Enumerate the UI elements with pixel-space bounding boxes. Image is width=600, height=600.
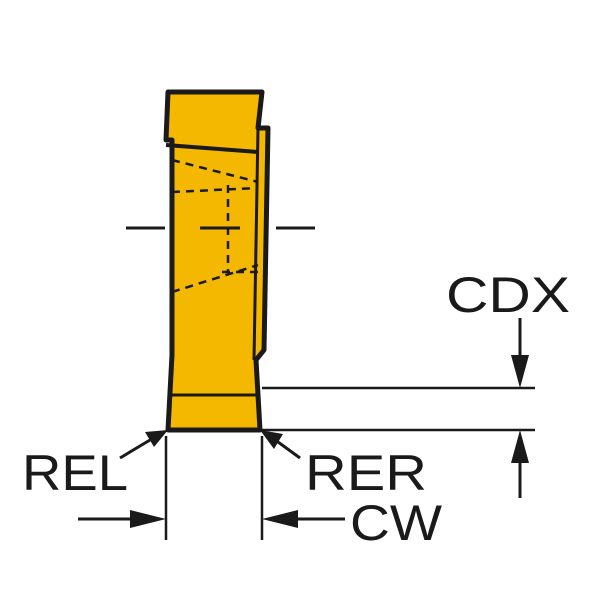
hidden-line-lower bbox=[171, 263, 259, 294]
insert-outline bbox=[163, 89, 271, 433]
cdx-label: CDX bbox=[446, 267, 570, 323]
rel-label: REL bbox=[22, 445, 128, 501]
hidden-line-upper bbox=[171, 158, 259, 184]
insert-body bbox=[163, 89, 271, 433]
cdx-arrowhead-top bbox=[511, 355, 529, 388]
hidden-line-mid bbox=[171, 186, 259, 194]
radius-leaders bbox=[119, 430, 301, 460]
cw-dimension bbox=[78, 436, 345, 540]
cdx-arrowhead-bottom bbox=[511, 430, 529, 463]
rer-label: RER bbox=[305, 445, 427, 501]
cw-arrowhead-left bbox=[130, 510, 166, 528]
rer-arrowhead bbox=[260, 430, 283, 449]
insert-flank-line bbox=[252, 127, 260, 361]
rer-leader bbox=[277, 440, 301, 460]
insert-top-edge bbox=[165, 143, 259, 154]
cdx-dimension bbox=[262, 318, 535, 498]
cw-label: CW bbox=[350, 495, 443, 551]
cw-arrowhead-right bbox=[262, 510, 298, 528]
rel-leader bbox=[119, 438, 151, 460]
rel-arrowhead bbox=[145, 430, 168, 447]
